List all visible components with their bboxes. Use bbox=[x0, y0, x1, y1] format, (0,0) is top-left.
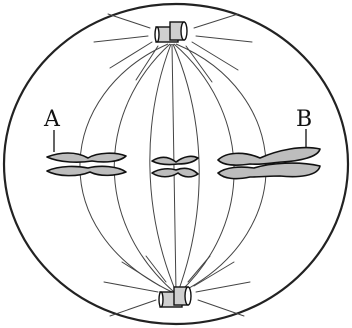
label-a: A bbox=[43, 107, 61, 152]
label-b-text: B bbox=[296, 107, 312, 132]
chromosome-middle bbox=[152, 156, 198, 177]
label-b: B bbox=[296, 107, 312, 147]
bottom-centriole bbox=[159, 287, 191, 307]
label-a-text: A bbox=[43, 107, 61, 132]
top-centriole bbox=[155, 22, 187, 42]
